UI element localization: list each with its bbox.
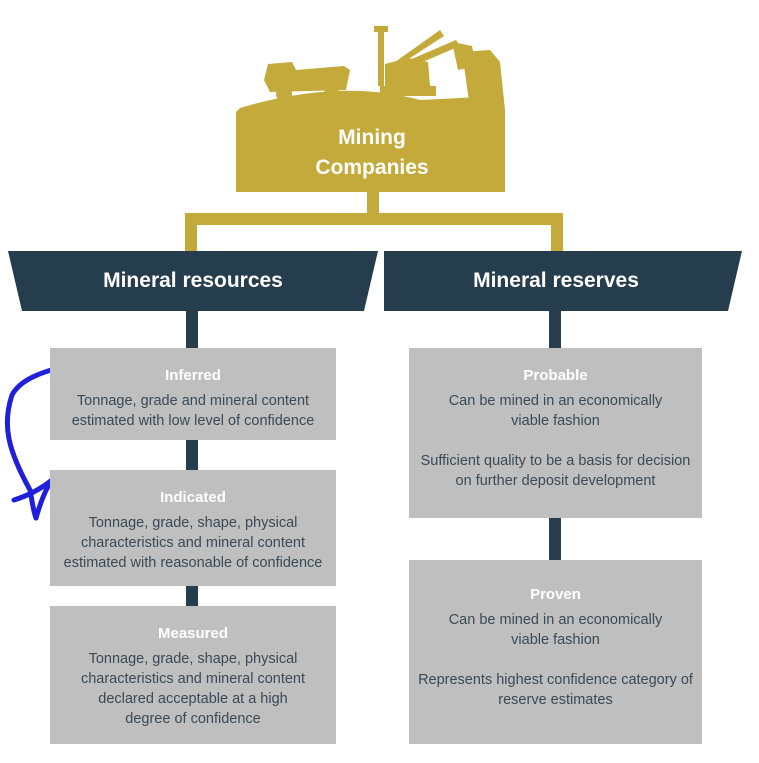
proven-text-2: Represents highest confidence category o… — [418, 672, 693, 708]
reserves-header-shape — [384, 251, 742, 311]
indicated-text: Tonnage, grade, shape, physical characte… — [63, 515, 323, 571]
resources-header: Mineral resources — [103, 269, 283, 292]
probable-title: Probable — [523, 367, 588, 384]
measured-text: Tonnage, grade, shape, physical characte… — [80, 651, 306, 727]
company-stem — [367, 190, 379, 220]
inferred-title: Inferred — [165, 367, 221, 384]
indicated-box: Indicated Tonnage, grade, shape, physica… — [50, 470, 336, 586]
proven-title: Proven — [530, 586, 581, 603]
branch-bar — [185, 213, 563, 225]
company-line-2: Companies — [315, 156, 429, 179]
probable-text-1: Can be mined in an economically viable f… — [448, 393, 663, 429]
proven-text-1: Can be mined in an economically viable f… — [448, 612, 663, 648]
proven-box: Proven Can be mined in an economically v… — [409, 560, 702, 744]
company-line-1: Mining — [338, 126, 406, 149]
measured-title: Measured — [157, 625, 229, 642]
indicated-title: Indicated — [160, 489, 226, 506]
excavator-icon — [374, 26, 505, 110]
probable-text-2: Sufficient quality to be a basis for dec… — [420, 453, 691, 489]
inferred-text: Tonnage, grade and mineral content estim… — [71, 393, 315, 429]
mound — [236, 90, 505, 192]
mining-companies-label: Mining Companies — [236, 123, 508, 183]
probable-box: Probable Can be mined in an economically… — [409, 348, 702, 518]
branch-left-drop — [185, 213, 197, 253]
resources-header-shape — [8, 251, 378, 311]
reserves-header: Mineral reserves — [473, 269, 639, 292]
inferred-box: Inferred Tonnage, grade and mineral cont… — [50, 348, 336, 440]
branch-right-drop — [551, 213, 563, 253]
mining-truck-icon — [264, 62, 350, 102]
mining-companies-graphic — [236, 26, 505, 192]
measured-box: Measured Tonnage, grade, shape, physical… — [50, 606, 336, 744]
